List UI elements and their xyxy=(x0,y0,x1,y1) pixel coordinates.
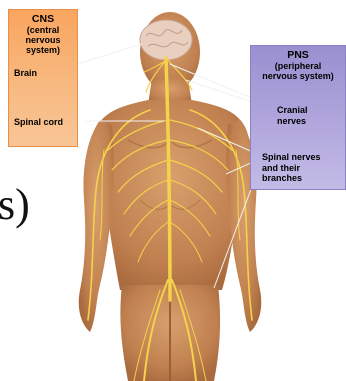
spinal-nerves-label-line2: and their xyxy=(262,163,321,174)
brain xyxy=(140,20,192,60)
spinal-nerves-label: Spinal nerves and their branches xyxy=(262,152,321,184)
spinal-nerves-label-line1: Spinal nerves xyxy=(262,152,321,163)
pns-title: PNS xyxy=(251,50,345,61)
pns-subtitle-line2: nervous system) xyxy=(251,71,345,81)
cranial-nerves-label-line2: nerves xyxy=(277,116,308,127)
spinal-cord-label: Spinal cord xyxy=(14,117,63,128)
cns-subtitle-line2: system) xyxy=(9,45,77,55)
pns-subtitle-line1: (peripheral xyxy=(251,61,345,71)
brain-label: Brain xyxy=(14,68,37,79)
cns-subtitle-line1: (central nervous xyxy=(9,25,77,45)
cranial-nerves-label-line1: Cranial xyxy=(277,105,308,116)
cropped-text-fragment: s) xyxy=(0,180,30,230)
cranial-nerves-label: Cranial nerves xyxy=(277,105,308,126)
cns-title: CNS xyxy=(9,14,77,25)
spinal-nerves-label-line3: branches xyxy=(262,173,321,184)
